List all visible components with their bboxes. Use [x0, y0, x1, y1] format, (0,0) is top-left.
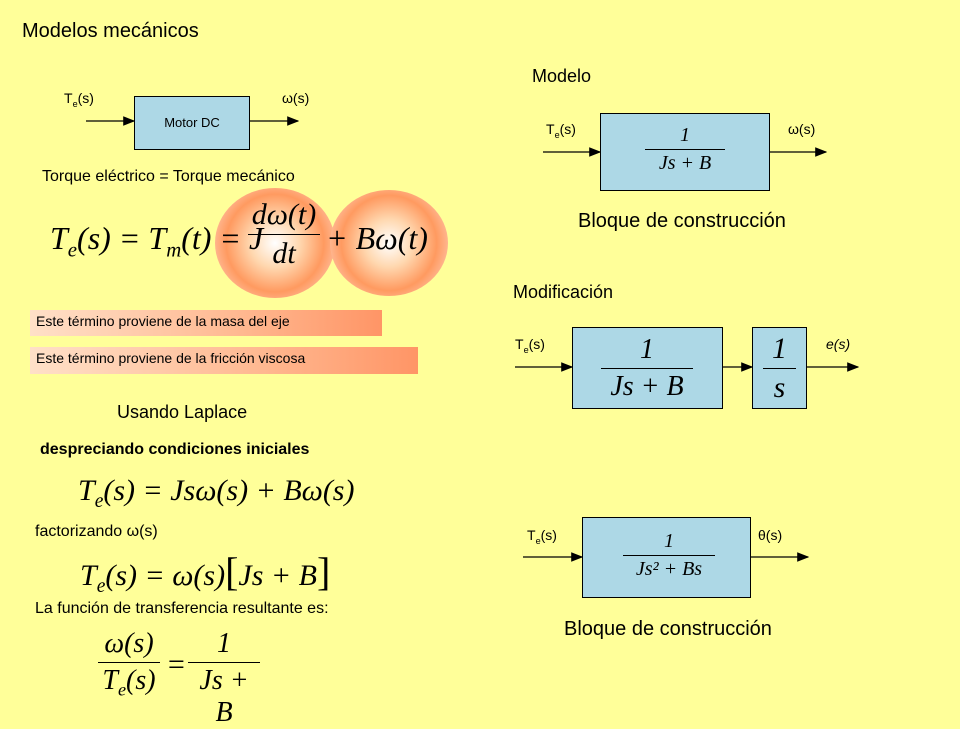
friction-term-highlight [330, 190, 448, 296]
model-output-label: ω(s) [788, 121, 816, 137]
motor-output-label: ω(s) [282, 90, 310, 106]
motor-dc-block: Motor DC [134, 96, 250, 150]
equation-factored: Te(s) = ω(s)[Js + B] [80, 549, 331, 597]
factorizing-text: factorizando ω(s) [35, 523, 158, 540]
final-output-label: θ(s) [758, 527, 783, 543]
model-caption: Bloque de construcción [578, 210, 786, 232]
torque-balance-text: Torque eléctrico = Torque mecánico [42, 168, 295, 185]
equation-derivative-fraction: dω(t)dt [248, 198, 320, 271]
equation-laplace: Te(s) = Jsω(s) + Bω(s) [78, 474, 355, 512]
mass-term-highlight [215, 188, 335, 298]
final-caption: Bloque de construcción [564, 618, 772, 640]
page-title: Modelos mecánicos [22, 20, 199, 42]
laplace-title: Usando Laplace [117, 402, 248, 422]
friction-term-note: Este término proviene de la fricción vis… [30, 347, 418, 374]
motor-input-label: Te(s) [64, 90, 94, 109]
mod-input-label: Te(s) [515, 336, 545, 355]
model-title: Modelo [532, 66, 592, 86]
modification-title: Modificación [513, 282, 614, 302]
motor-dc-label: Motor DC [164, 115, 220, 130]
final-input-label: Te(s) [527, 527, 557, 546]
laplace-subtitle: despreciando condiciones iniciales [40, 441, 310, 458]
tf-left-fraction: ω(s)Te(s) [98, 628, 160, 701]
model-input-label: Te(s) [546, 121, 576, 140]
tf-equals: = [166, 648, 187, 681]
mass-term-note: Este término proviene de la masa del eje [30, 310, 382, 336]
equation-torque: Te(s) = Tm(t) = J [50, 220, 264, 262]
equation-friction-term: + Bω(t) [326, 220, 428, 256]
transfer-function-text: La función de transferencia resultante e… [35, 600, 329, 617]
mod-output-label: e(s) [826, 336, 851, 352]
